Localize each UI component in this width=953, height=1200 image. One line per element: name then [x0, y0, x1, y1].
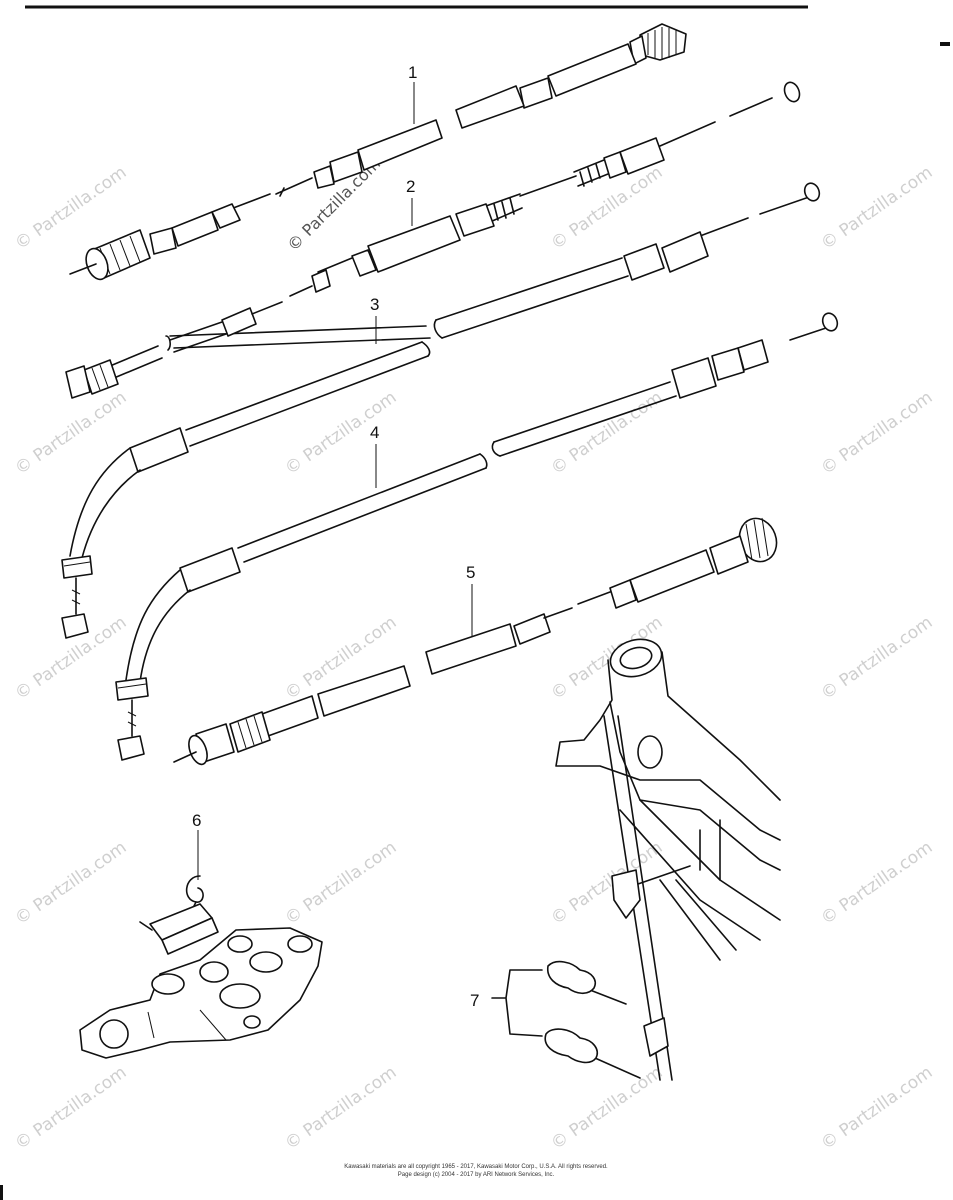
watermark: © Partzilla.com: [817, 387, 936, 479]
watermark: © Partzilla.com: [281, 1062, 400, 1154]
callout-2: 2: [406, 177, 415, 196]
watermark: © Partzilla.com: [817, 162, 936, 254]
callout-6: 6: [192, 811, 201, 830]
watermark: © Partzilla.com: [11, 387, 130, 479]
part-6-stem-bracket: [79, 875, 323, 1059]
copyright-line-2: Page design (c) 2004 - 2017 by ARI Netwo…: [398, 1172, 555, 1178]
cable-1-meter-cable: [69, 23, 687, 281]
watermark: © Partzilla.com: [11, 1062, 130, 1154]
page-mark: [940, 42, 950, 46]
cable-3-clutch-cable: [65, 182, 821, 399]
callout-5: 5: [466, 563, 475, 582]
cable-2-throttle-cable: [289, 81, 801, 297]
cable-5-meter-cable: [173, 517, 778, 766]
watermark: © Partzilla.com: [11, 837, 130, 929]
watermark: © Partzilla.com: [281, 837, 400, 929]
callout-4: 4: [370, 423, 379, 442]
cable-4-brake-cable: [115, 312, 839, 761]
copyright-notice: Kawasaki materials are all copyright 196…: [344, 1164, 608, 1178]
watermark: © Partzilla.com: [817, 1062, 936, 1154]
page-edge-mark: [0, 1185, 3, 1200]
callouts: 1 2 3 4 5 6 7: [192, 63, 479, 1010]
callout-3: 3: [370, 295, 379, 314]
copyright-line-1: Kawasaki materials are all copyright 196…: [344, 1164, 608, 1170]
callout-1: 1: [408, 63, 417, 82]
watermark: © Partzilla.com: [11, 162, 130, 254]
watermark: © Partzilla.com: [281, 387, 400, 479]
watermark: © Partzilla.com: [547, 837, 666, 929]
watermark: © Partzilla.com: [547, 1062, 666, 1154]
watermark: © Partzilla.com: [817, 837, 936, 929]
watermark: © Partzilla.com: [547, 162, 666, 254]
callout-7: 7: [470, 991, 479, 1010]
watermark: © Partzilla.com: [817, 612, 936, 704]
cable-3-curved-housing: [61, 341, 431, 639]
frame-and-clamps: [491, 638, 781, 1081]
